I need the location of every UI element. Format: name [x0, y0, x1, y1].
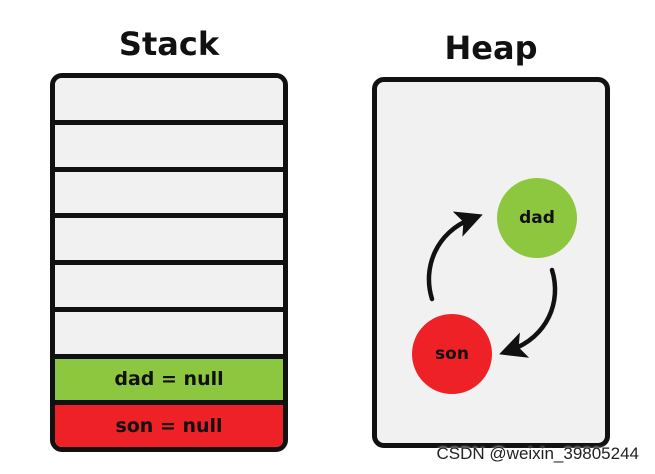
- heap-node-dad: dad: [497, 178, 577, 258]
- arrow-dad-to-son: [499, 267, 558, 358]
- arrow-son-to-dad: [426, 211, 483, 302]
- stack-panel: dad = null son = null: [50, 73, 288, 452]
- heap-arrows: [426, 211, 558, 358]
- stack-slot-1: [55, 78, 283, 125]
- heap-title: Heap: [444, 29, 538, 67]
- heap-panel: dad son: [372, 77, 610, 448]
- watermark: CSDN @weixin_39805244: [436, 444, 639, 463]
- stack-slot-5: [55, 265, 283, 312]
- stack-slot-4: [55, 218, 283, 265]
- stack-slot-son-null: son = null: [55, 405, 283, 447]
- stack-slot-3: [55, 171, 283, 219]
- stack-slot-2: [55, 124, 283, 172]
- heap-node-son: son: [412, 314, 492, 394]
- stack-title: Stack: [118, 25, 220, 63]
- stack-slot-dad-null: dad = null: [55, 358, 283, 406]
- stack-slot-6: [55, 311, 283, 359]
